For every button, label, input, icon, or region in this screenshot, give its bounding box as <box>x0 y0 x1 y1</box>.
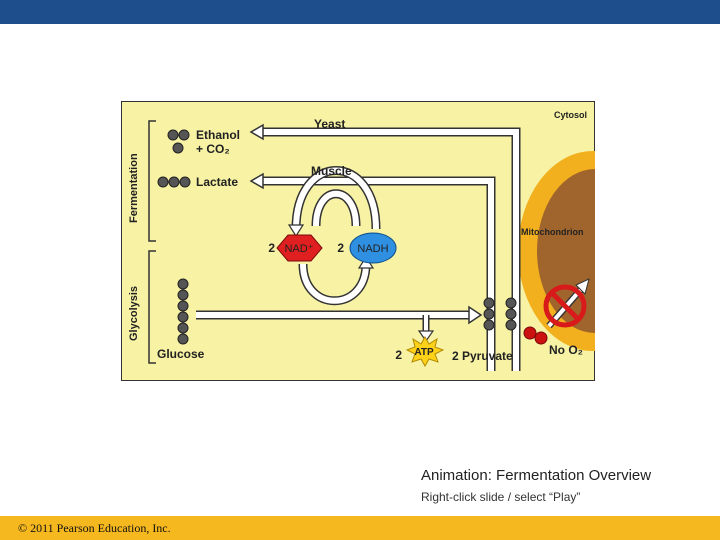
fermentation-bracket <box>148 120 156 242</box>
upper-cycle-arrowhead <box>287 224 305 238</box>
no-oxygen-symbol <box>543 278 590 329</box>
atp-burst <box>405 335 445 368</box>
atp-label: ATP <box>414 347 434 358</box>
oxygen-molecule <box>523 326 548 345</box>
lower-cycle-arrow <box>300 263 369 304</box>
upper-inner-arrow <box>313 190 359 227</box>
lactate-molecule <box>157 176 191 188</box>
yeast-arrowhead <box>249 123 264 141</box>
slide-subcaption: Right-click slide / select “Play” <box>421 490 581 504</box>
mitochondrion-label: Mitochondrion <box>521 227 584 237</box>
no-o2-label: No O₂ <box>549 343 583 357</box>
co2-label: + CO₂ <box>196 142 230 156</box>
muscle-arrowhead <box>249 172 264 190</box>
yeast-label: Yeast <box>314 117 345 131</box>
nad-count-label: 2 <box>268 241 275 255</box>
atp-count-label: 2 <box>395 348 402 362</box>
glucose-label: Glucose <box>157 347 205 361</box>
nad-plus-shape <box>276 234 323 262</box>
upper-cycle-arrow <box>293 167 379 230</box>
nadh-count-label: 2 <box>337 241 344 255</box>
footer-bar <box>0 516 720 540</box>
fermentation-diagram[interactable]: Fermentation Glycolysis <box>121 101 595 381</box>
glycolysis-label: Glycolysis <box>128 286 140 341</box>
yeast-arrow <box>259 129 519 371</box>
pyruvate-label: 2 Pyruvate <box>452 349 513 363</box>
header-bar <box>0 0 720 24</box>
fermentation-label: Fermentation <box>128 153 140 223</box>
atp-arrowhead <box>417 330 435 343</box>
glucose-molecule <box>177 278 189 345</box>
cytosol-label: Cytosol <box>554 110 587 120</box>
ethanol-label: Ethanol <box>196 128 240 142</box>
lactate-label: Lactate <box>196 175 238 189</box>
pyruvate-molecules <box>483 297 517 331</box>
nadh-label: NADH <box>357 243 388 255</box>
glycolysis-bracket <box>148 250 156 364</box>
muscle-label: Muscle <box>311 164 352 178</box>
slide-caption: Animation: Fermentation Overview <box>421 467 652 484</box>
copyright-notice: © 2011 Pearson Education, Inc. <box>18 521 171 535</box>
nadh-shape <box>349 232 397 264</box>
glycolysis-arrowhead <box>468 305 483 325</box>
ethanol-molecule <box>167 129 190 154</box>
nad-plus-label: NAD⁺ <box>284 243 313 255</box>
